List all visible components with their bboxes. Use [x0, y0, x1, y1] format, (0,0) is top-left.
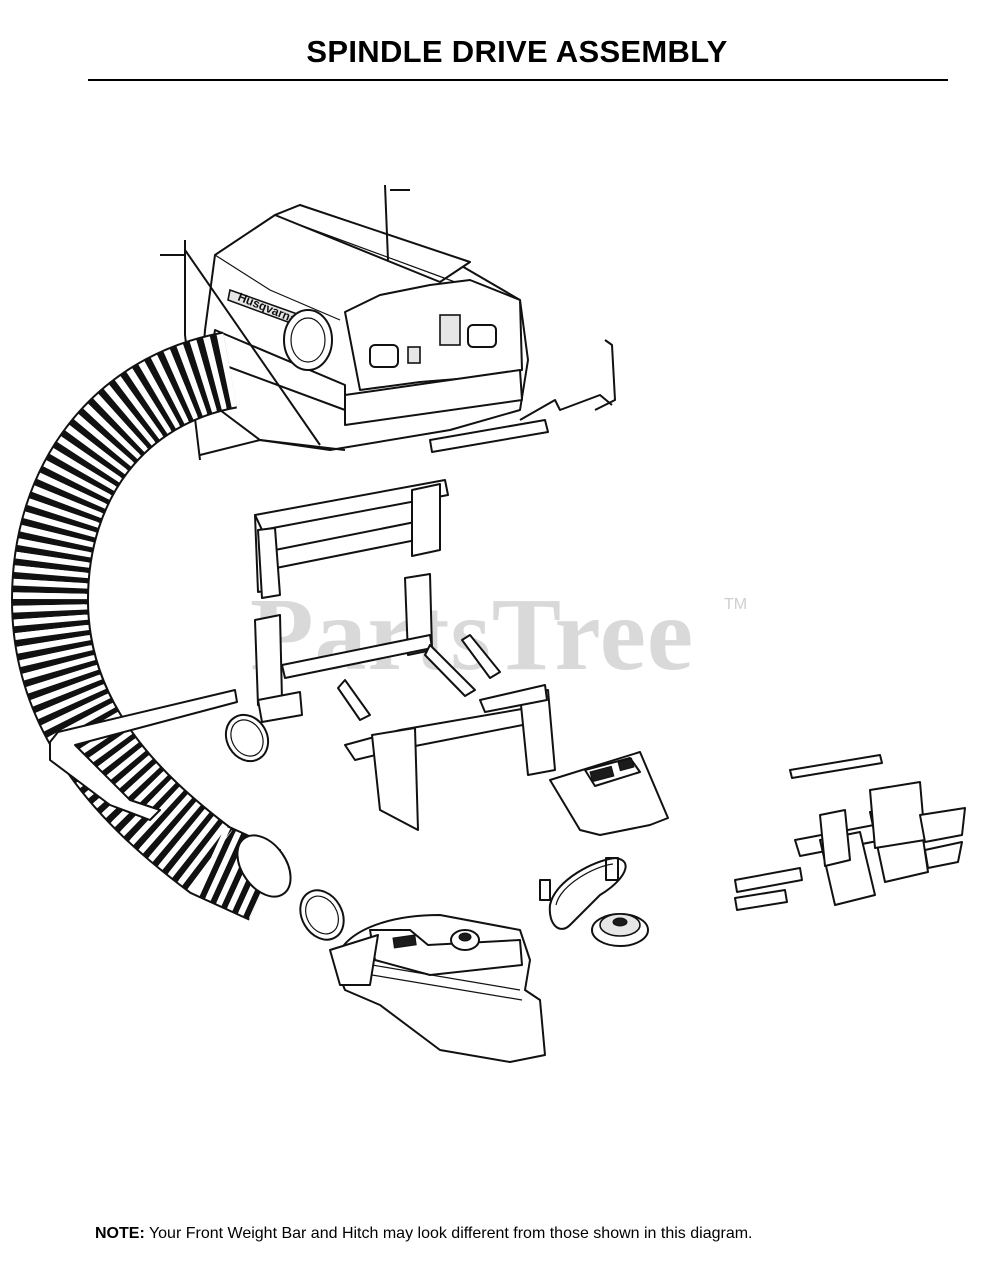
footer-note: NOTE: Your Front Weight Bar and Hitch ma… [95, 1225, 753, 1243]
note-label: NOTE: [95, 1225, 145, 1242]
hitch-assembly [734, 754, 966, 911]
note-text: Your Front Weight Bar and Hitch may look… [148, 1225, 753, 1242]
upper-mount-frame [254, 339, 616, 599]
belt-guard [549, 751, 669, 836]
blower-housing [329, 914, 546, 1063]
spindle-pin [539, 879, 551, 901]
middle-mount-frame [254, 573, 501, 723]
front-weight-bar [49, 689, 238, 821]
lower-mount-frame [344, 684, 556, 831]
watermark: PartsTree [250, 577, 695, 692]
spindle-spacer [605, 857, 619, 881]
spindle-pulley [591, 913, 649, 947]
page-title: SPINDLE DRIVE ASSEMBLY [306, 34, 728, 69]
drive-belt [548, 857, 627, 930]
collector-box: Husqvarna [199, 204, 529, 451]
watermark-trademark: TM [724, 596, 748, 613]
title-rule [88, 79, 948, 81]
hose-clamp-lower [299, 889, 345, 941]
